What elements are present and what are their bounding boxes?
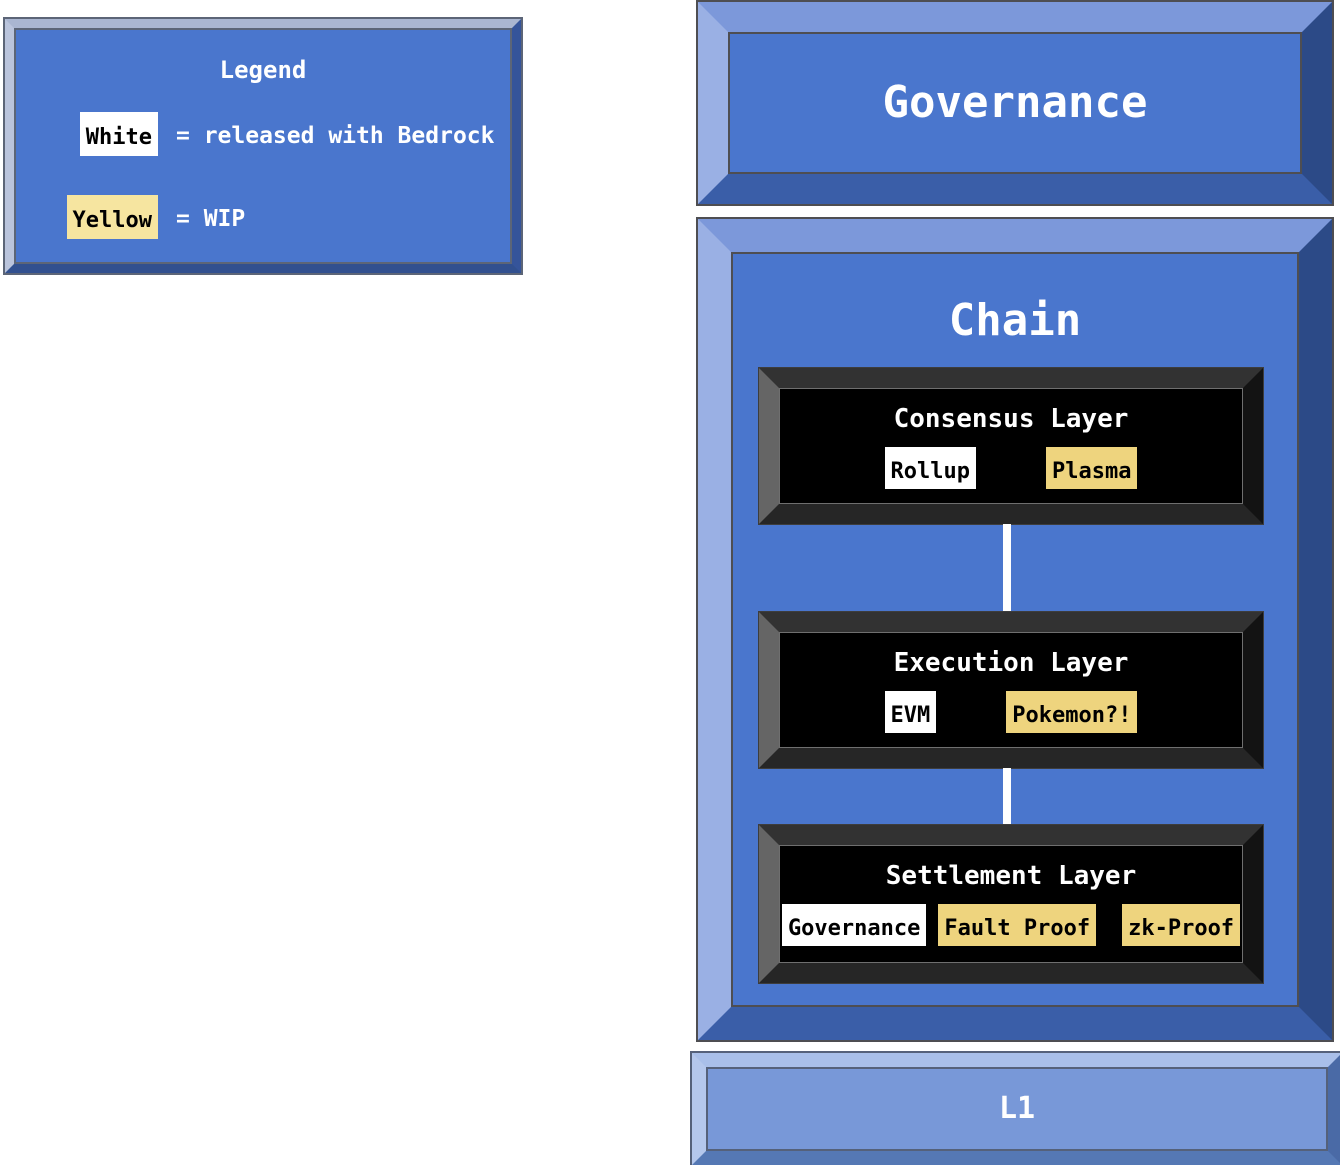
legend-description-white: = released with Bedrock bbox=[176, 123, 495, 149]
governance-box: Governance bbox=[698, 2, 1332, 204]
consensus-chips-row: Rollup Plasma bbox=[884, 447, 1138, 489]
legend-swatch-white: White bbox=[79, 112, 158, 156]
consensus-layer-box: Consensus Layer Rollup Plasma bbox=[759, 368, 1263, 524]
l1-label: L1 bbox=[998, 1091, 1036, 1126]
execution-layer-inner-frame bbox=[779, 632, 1243, 748]
execution-layer-content: Execution Layer EVM Pokemon?! bbox=[779, 632, 1243, 748]
chip-rollup: Rollup bbox=[884, 447, 976, 489]
connector-consensus-execution bbox=[1003, 524, 1011, 612]
settlement-layer-box: Settlement Layer Governance Fault Proof … bbox=[759, 825, 1263, 983]
execution-chips-row: EVM Pokemon?! bbox=[884, 691, 1138, 733]
settlement-layer-title: Settlement Layer bbox=[885, 861, 1137, 891]
consensus-layer-title: Consensus Layer bbox=[893, 404, 1129, 434]
legend-swatch-column: Yellow bbox=[30, 195, 158, 239]
legend-description-yellow: = WIP bbox=[176, 206, 246, 232]
settlement-layer-content: Settlement Layer Governance Fault Proof … bbox=[779, 845, 1243, 963]
legend-title: Legend bbox=[219, 56, 307, 84]
chip-pokemon: Pokemon?! bbox=[1006, 691, 1138, 733]
settlement-chips-row: Governance Fault Proof zk-Proof bbox=[781, 904, 1241, 946]
legend-panel: Legend White = released with Bedrock Yel… bbox=[5, 19, 521, 273]
settlement-layer-inner-frame bbox=[779, 845, 1243, 963]
legend-panel-face: Legend White = released with Bedrock Yel… bbox=[14, 28, 512, 264]
chain-title: Chain bbox=[948, 295, 1082, 346]
l1-box-face: L1 bbox=[706, 1067, 1328, 1151]
chip-evm: EVM bbox=[884, 691, 937, 733]
governance-box-face: Governance bbox=[728, 32, 1302, 174]
legend-swatch-yellow: Yellow bbox=[66, 195, 158, 239]
chip-fault-proof: Fault Proof bbox=[938, 904, 1097, 946]
legend-swatch-column: White bbox=[30, 112, 158, 156]
chip-plasma: Plasma bbox=[1046, 447, 1138, 489]
chip-zk-proof: zk-Proof bbox=[1122, 904, 1241, 946]
legend-row-yellow: Yellow = WIP bbox=[30, 195, 510, 239]
consensus-layer-content: Consensus Layer Rollup Plasma bbox=[779, 388, 1243, 504]
connector-execution-settlement bbox=[1003, 768, 1011, 825]
execution-layer-box: Execution Layer EVM Pokemon?! bbox=[759, 612, 1263, 768]
chain-box: Chain Consensus Layer Rollup Plasma Exec… bbox=[698, 219, 1332, 1040]
execution-layer-title: Execution Layer bbox=[893, 648, 1129, 678]
chip-governance: Governance bbox=[781, 904, 927, 946]
legend-row-white: White = released with Bedrock bbox=[30, 112, 510, 156]
governance-label: Governance bbox=[882, 77, 1148, 128]
consensus-layer-inner-frame bbox=[779, 388, 1243, 504]
l1-box: L1 bbox=[692, 1053, 1340, 1165]
